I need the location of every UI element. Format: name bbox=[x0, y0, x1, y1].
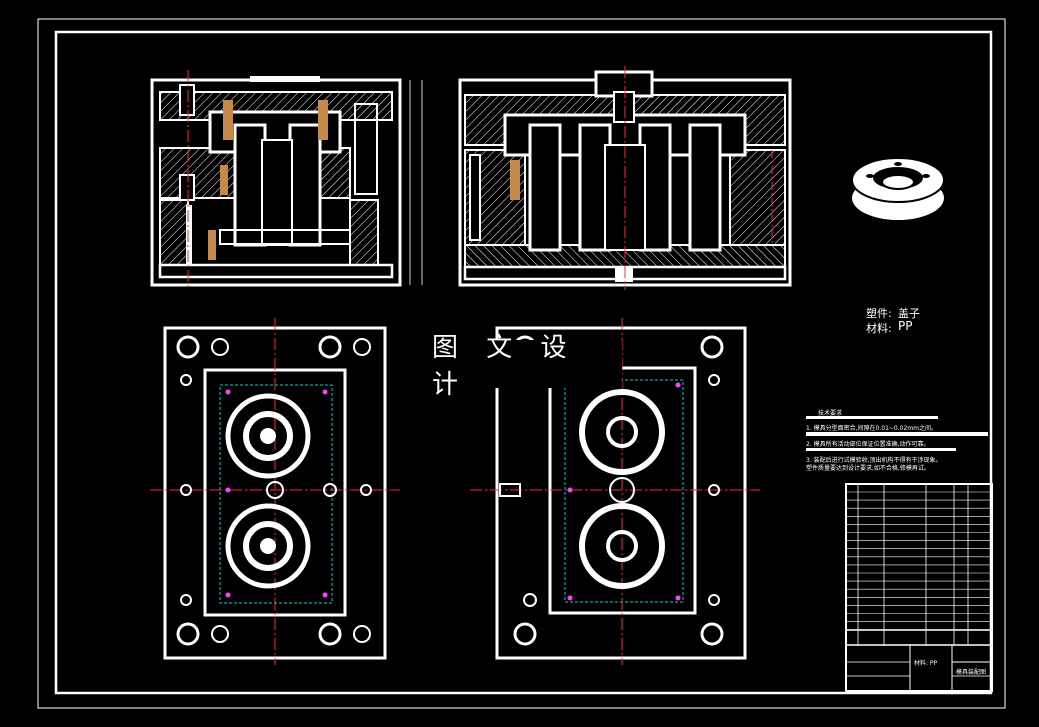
tech-req-line-3: 3. 装配后进行试模验收,顶出机构不得有干涉现象。 bbox=[806, 457, 942, 464]
tech-req-line-1: 1. 模具分型面密合,间隙在0.01~0.02mm之间。 bbox=[806, 425, 937, 432]
tech-req-line-4: 塑件质量要达到设计要求,如不合格,修模再试。 bbox=[806, 465, 930, 472]
tech-req-line-2: 2. 模具所有活动部位保证位置准确,动作可靠。 bbox=[806, 441, 930, 448]
inner-border bbox=[54, 30, 993, 695]
title-block bbox=[845, 483, 993, 692]
parts-list-rows bbox=[846, 491, 992, 631]
part-isometric-sketch bbox=[851, 157, 945, 220]
section-view-right bbox=[458, 66, 792, 290]
title-block-drawing-name: 模具装配图 bbox=[956, 669, 987, 676]
outer-border bbox=[37, 18, 1006, 709]
title-block-material: 材料: PP bbox=[914, 660, 938, 667]
tech-req-title: 技术要求 bbox=[818, 410, 843, 417]
part-name-value: 盖子 bbox=[898, 307, 920, 320]
plan-view-left bbox=[150, 318, 400, 665]
material-label: 材料: bbox=[866, 322, 892, 335]
watermark: 图 文 设 计 bbox=[432, 333, 622, 400]
part-name-label: 塑件: bbox=[866, 307, 892, 320]
plan-view-right bbox=[470, 318, 760, 665]
section-view-left bbox=[150, 70, 423, 290]
material-value: PP bbox=[898, 319, 913, 333]
